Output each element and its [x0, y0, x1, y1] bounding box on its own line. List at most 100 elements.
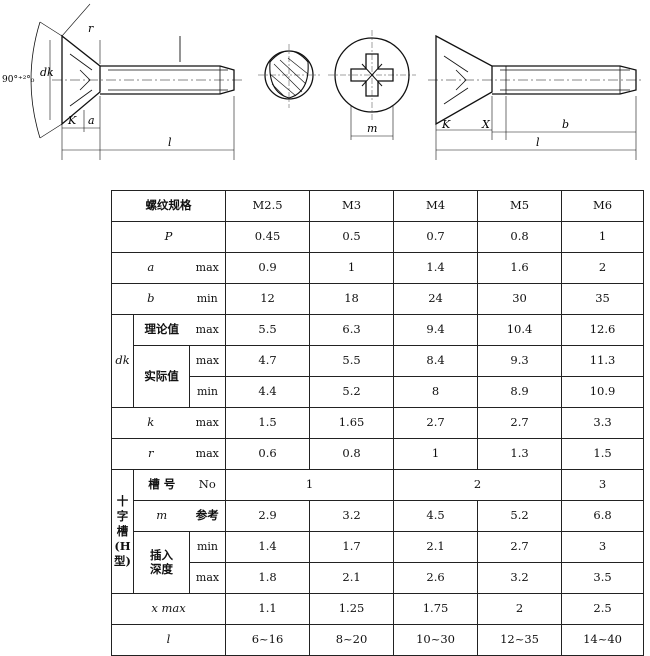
- table-header-row: 螺纹规格 M2.5 M3 M4 M5 M6: [110, 190, 645, 222]
- cell: 2.9: [225, 500, 311, 532]
- table-row-dk-actual-min: min 4.4 5.2 8 8.9 10.9: [112, 376, 645, 408]
- cell: 4.5: [393, 500, 479, 532]
- cell: 12: [225, 283, 311, 315]
- table-row-m: m 参考 2.9 3.2 4.5 5.2 6.8: [112, 500, 645, 532]
- row-label: b: [111, 283, 190, 315]
- row-unit: min: [188, 376, 227, 408]
- spec-header: 螺纹规格: [110, 190, 227, 222]
- table-row-b: b min 12 18 24 30 35: [111, 283, 645, 315]
- table-row-depth-min: 插入深度 min 1.4 1.7 2.1 2.7 3: [112, 531, 645, 594]
- table-row-r: r max 0.6 0.8 1 1.3 1.5: [111, 438, 645, 470]
- table-row-a: a max 0.9 1 1.4 1.6 2: [111, 252, 645, 284]
- cell: 14~40: [561, 624, 645, 656]
- cell: 1.3: [477, 438, 563, 470]
- cell: 10~30: [393, 624, 479, 656]
- x-label: X: [481, 118, 491, 131]
- m-ref-label: 参考: [189, 500, 227, 532]
- cell: 18: [309, 283, 395, 315]
- cell: 8.9: [477, 376, 563, 408]
- m-label: m: [367, 122, 377, 135]
- cell: 3.5: [561, 562, 645, 594]
- cell: 2.7: [477, 531, 563, 563]
- size-header: M6: [561, 190, 645, 222]
- cell: 1: [309, 252, 395, 284]
- a-label: a: [88, 114, 95, 127]
- cell: 3.2: [477, 562, 563, 594]
- angle-label: 90°⁺²°₀: [2, 75, 35, 85]
- row-unit: min: [188, 531, 227, 563]
- table-row-l: l 6~16 8~20 10~30 12~35 14~40: [110, 624, 645, 656]
- cell: 2.6: [393, 562, 479, 594]
- cell: 1.5: [225, 407, 311, 439]
- cell: 1.4: [393, 252, 479, 284]
- row-label: r: [111, 438, 190, 470]
- slot-label: 槽 号: [133, 469, 190, 501]
- cell: 9.3: [477, 345, 563, 377]
- technical-drawing: 90°⁺²°₀ dk r K a l m K X b l: [2, 3, 644, 160]
- cell: 1.5: [561, 438, 645, 470]
- row-unit: max: [189, 407, 227, 439]
- k-label-left: K: [67, 114, 77, 127]
- cell: 3.3: [561, 407, 645, 439]
- cell: 2.7: [393, 407, 479, 439]
- cell: 0.8: [309, 438, 395, 470]
- cell: 3.2: [309, 500, 395, 532]
- cell: 3: [561, 531, 645, 563]
- cell: 0.5: [309, 221, 395, 253]
- cell: 30: [477, 283, 563, 315]
- r-label: r: [88, 22, 94, 35]
- cell: 2.1: [309, 562, 395, 594]
- cell: 0.8: [477, 221, 563, 253]
- row-label: x max: [110, 593, 227, 625]
- b-label: b: [562, 118, 569, 131]
- row-label: l: [110, 624, 227, 656]
- depth-label: 插入深度: [133, 531, 190, 594]
- l-label-left: l: [168, 136, 172, 149]
- row-unit: max: [188, 345, 227, 377]
- size-header: M2.5: [225, 190, 311, 222]
- cell: 12.6: [561, 314, 645, 346]
- cell: 6~16: [225, 624, 311, 656]
- cell: 1: [225, 469, 395, 501]
- cell: 4.4: [225, 376, 311, 408]
- screw-side-view-right: [428, 34, 644, 160]
- cell: 6.8: [561, 500, 645, 532]
- cell: 2.5: [561, 593, 645, 625]
- row-unit: max: [188, 562, 227, 594]
- row-label: a: [111, 252, 190, 284]
- cell: 1.6: [477, 252, 563, 284]
- dk-label: dk: [40, 66, 54, 79]
- cell: 10.4: [477, 314, 563, 346]
- cell: 5.5: [309, 345, 395, 377]
- table-row-k: k max 1.5 1.65 2.7 2.7 3.3: [111, 407, 645, 439]
- cell: 8: [393, 376, 479, 408]
- cell: 2.7: [477, 407, 563, 439]
- row-unit: min: [189, 283, 227, 315]
- cell: 1: [393, 438, 479, 470]
- table-row-p: P 0.45 0.5 0.7 0.8 1: [110, 221, 645, 253]
- cell: 10.9: [561, 376, 645, 408]
- cell: 1.75: [393, 593, 479, 625]
- cell: 6.3: [309, 314, 395, 346]
- cell: 11.3: [561, 345, 645, 377]
- cell: 4.7: [225, 345, 311, 377]
- cell: 8.4: [393, 345, 479, 377]
- cell: 1.1: [225, 593, 311, 625]
- cell: 35: [561, 283, 645, 315]
- m-label: m: [133, 500, 190, 532]
- cell: 24: [393, 283, 479, 315]
- cell: 0.45: [225, 221, 311, 253]
- dk-actual-label: 实际值: [133, 345, 190, 408]
- screw-cross-section-view: [258, 44, 320, 108]
- k-label-right: K: [441, 118, 451, 131]
- cell: 12~35: [477, 624, 563, 656]
- row-label: k: [111, 407, 190, 439]
- size-header: M5: [477, 190, 563, 222]
- cell: 0.7: [393, 221, 479, 253]
- table-row-dk-actual-max: 实际值 max 4.7 5.5 8.4 9.3 11.3: [112, 345, 645, 408]
- cell: 1.4: [225, 531, 311, 563]
- row-unit: max: [189, 252, 227, 284]
- cell: 5.2: [477, 500, 563, 532]
- cell: 1.65: [309, 407, 395, 439]
